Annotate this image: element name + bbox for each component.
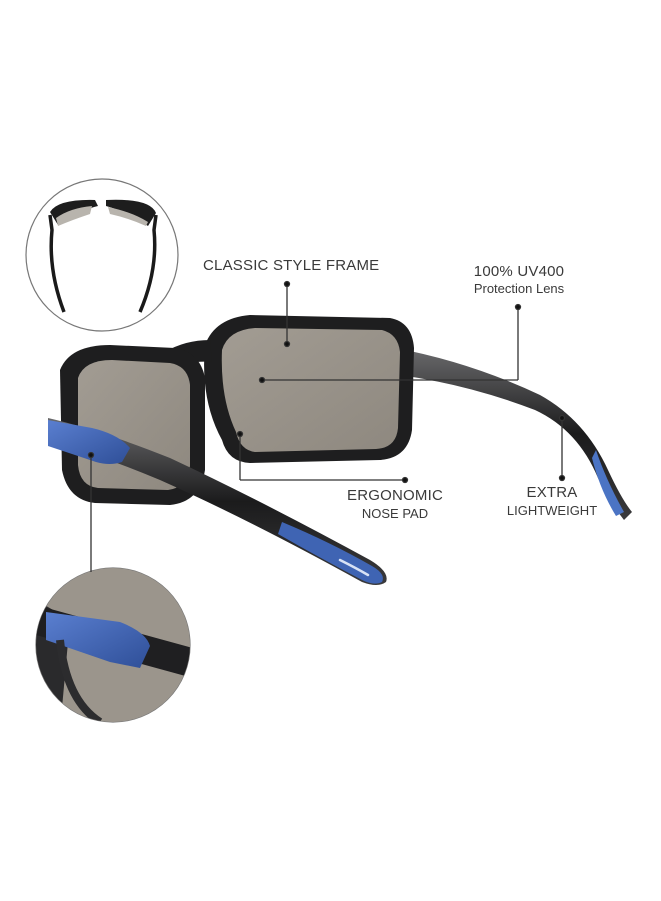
callout-classic-style-frame: CLASSIC STYLE FRAME (203, 257, 379, 274)
callout-extra-lightweight: EXTRA LIGHTWEIGHT (502, 484, 602, 518)
callout-ergonomic-nose-pad: ERGONOMIC NOSE PAD (340, 487, 450, 521)
callout-title: 100% UV400 (473, 263, 565, 280)
main-glasses (48, 315, 632, 585)
inset-top-view (25, 178, 179, 332)
callout-title: EXTRA (526, 484, 578, 501)
callout-title: CLASSIC STYLE FRAME (203, 257, 380, 274)
callout-title: ERGONOMIC (347, 487, 443, 504)
callout-subtitle: NOSE PAD (361, 506, 429, 521)
inset-hinge-detail (35, 567, 191, 723)
callout-subtitle: LIGHTWEIGHT (506, 503, 598, 518)
callout-uv400: 100% UV400 Protection Lens (464, 263, 574, 296)
callout-lines (87, 280, 566, 572)
callout-subtitle: Protection Lens (473, 281, 565, 296)
